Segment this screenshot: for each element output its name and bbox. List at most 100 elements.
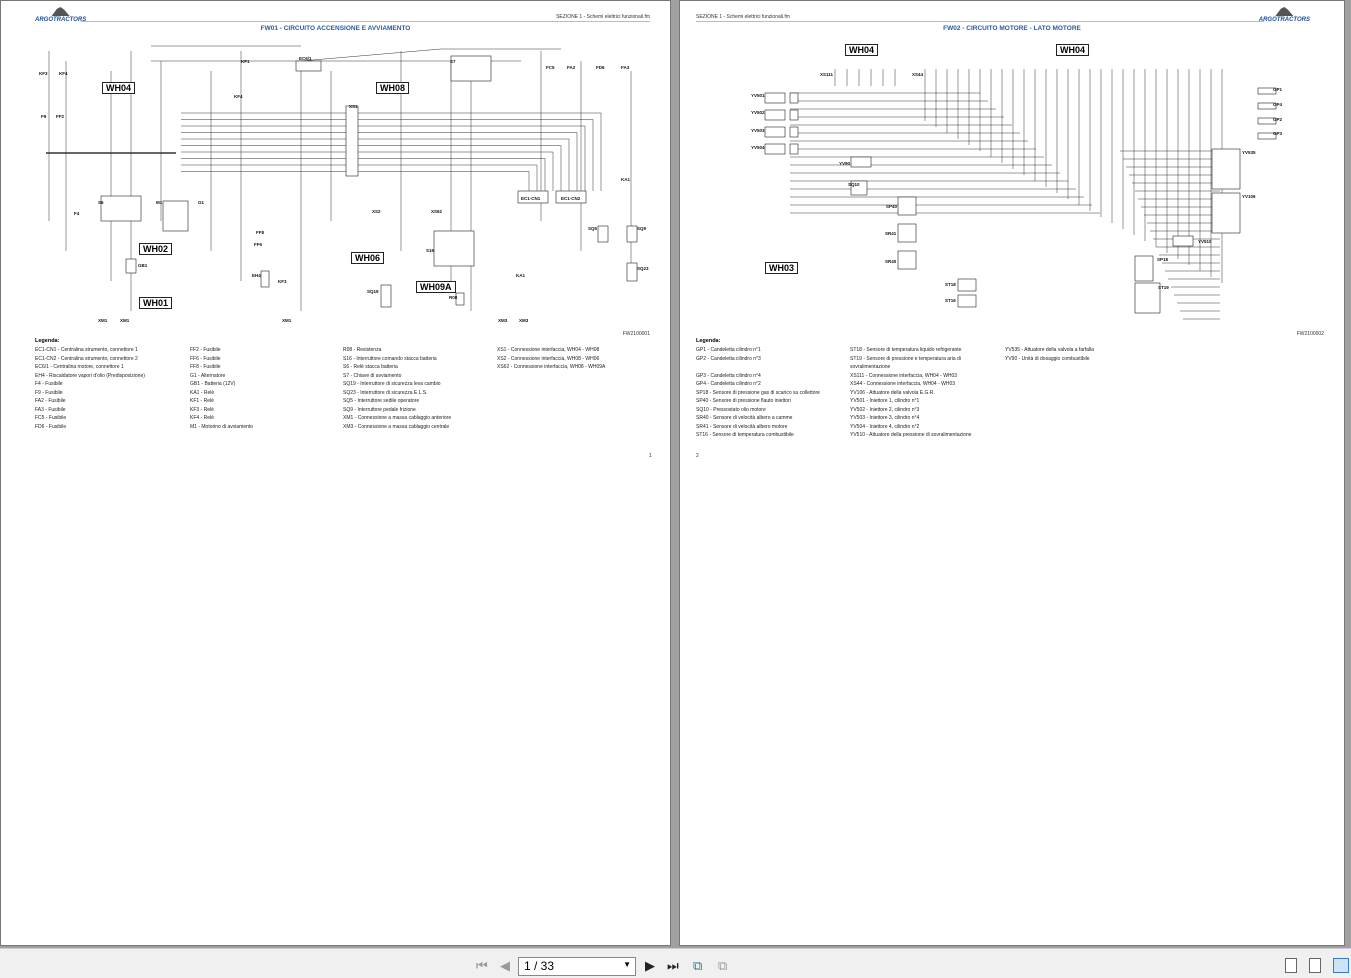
component-symbol — [345, 105, 359, 177]
component-label: YV501 — [751, 93, 765, 98]
prev-page-icon[interactable]: ◀ — [500, 958, 510, 973]
component-symbol — [433, 230, 475, 267]
legend-item: SR41 - Sensore di velocità albero motore — [696, 423, 788, 430]
component-label: YV503 — [751, 128, 765, 133]
last-page-icon[interactable]: ⏭ — [667, 958, 679, 973]
legend-item: FD6 - Fusibile — [35, 423, 67, 430]
component-symbol — [555, 190, 587, 204]
component-label: FC5 — [546, 65, 555, 70]
harness-label: WH01 — [139, 297, 173, 309]
component-label: XM1 — [98, 318, 108, 323]
component-label: EC1-CN2 — [561, 196, 581, 201]
continuous-view-icon[interactable] — [1309, 958, 1321, 973]
wiring-diagram-fw02 — [764, 69, 1277, 320]
drawing-code: FW2100001 — [622, 331, 650, 337]
component-symbol — [897, 196, 917, 216]
component-symbol — [517, 190, 549, 204]
component-symbol — [789, 126, 799, 138]
component-label: XS111 — [820, 72, 834, 77]
component-label: KF3 — [278, 279, 287, 284]
harness-label: WH02 — [139, 243, 173, 255]
legend-item: SQ9 - Interruttore pedale frizione — [343, 406, 416, 413]
legend-item: SQ19 - Interruttore di sicurezza leva ca… — [343, 381, 441, 387]
drawing-code: FW2100002 — [1296, 331, 1324, 337]
component-label: GP2 — [1273, 117, 1283, 122]
component-label: KA1 — [516, 273, 526, 278]
first-page-icon[interactable]: ⏮ — [476, 958, 488, 973]
component-label: SQ19 — [367, 289, 379, 294]
legend-item: sovralimentazione — [850, 364, 891, 370]
legend-item: GP1 - Candeletta cilindro n°1 — [696, 347, 761, 353]
component-label: YV90 — [839, 161, 851, 166]
harness-label: WH04 — [102, 82, 136, 94]
document-page-1: ARGOTRACTORS SEZIONE 1 - Schemi elettric… — [0, 0, 671, 946]
harness-label: WH06 — [351, 252, 385, 264]
legend-item: GP3 - Candeletta cilindro n°4 — [696, 372, 761, 379]
legend-column: YV535 - Attuatore della valvola a farfal… — [1005, 346, 1094, 363]
component-symbol — [850, 156, 872, 168]
legend-item: YV503 - Iniettore 3, cilindro n°4 — [850, 415, 920, 421]
single-page-view-icon[interactable] — [1285, 958, 1297, 973]
harness-label: WH09A — [416, 281, 456, 293]
component-label: EC1-CN1 — [521, 196, 541, 201]
legend-item: XM3 - Connessione a massa cablaggio cent… — [343, 423, 450, 430]
page-number-input[interactable]: 1 / 33▼ — [518, 957, 636, 976]
header-rule — [81, 21, 650, 22]
fit-page-icon[interactable]: ⧉ — [693, 958, 703, 973]
component-label: KF4 — [234, 94, 243, 99]
legend-item — [696, 363, 820, 372]
component-symbol — [764, 143, 786, 155]
legend-item: S7 - Chiave di avviamento — [343, 372, 402, 379]
legend-title: Legenda: — [696, 338, 721, 344]
chevron-down-icon[interactable]: ▼ — [623, 960, 631, 969]
fit-width-icon[interactable]: ⧉ — [718, 958, 728, 973]
legend-column: XS1 - Connessione interfaccia, WH04 - WH… — [497, 346, 605, 372]
harness-label: WH04 — [1056, 44, 1090, 56]
component-label: FF8 — [256, 230, 265, 235]
component-symbol — [1172, 235, 1194, 247]
component-symbol — [897, 223, 917, 243]
legend-item: FF2 - Fusibile — [190, 347, 221, 353]
component-symbol — [626, 262, 638, 282]
component-symbol — [1134, 282, 1161, 314]
component-label: XM3 — [519, 318, 529, 323]
component-label: XS2 — [372, 209, 381, 214]
harness-label: WH08 — [376, 82, 410, 94]
section-header: SEZIONE 1 - Schemi elettrici funzionali.… — [556, 14, 650, 20]
legend-item: EC1-CN1 - Centralina strumento, connetto… — [35, 347, 138, 353]
component-label: XM3 — [498, 318, 508, 323]
legend-item: S6 - Relè stacca batteria — [343, 364, 398, 370]
legend-item: SQ5 - Interruttore sedile operatore — [343, 398, 420, 404]
component-label: YV502 — [751, 110, 765, 115]
legend-item: M1 - Motorino di avviamento — [190, 423, 254, 430]
legend-item: GP4 - Candeletta cilindro n°2 — [696, 381, 761, 387]
legend-item: KF1 - Relè — [190, 398, 214, 404]
component-symbol — [260, 270, 270, 288]
component-symbol — [125, 258, 137, 274]
legend-item: FA2 - Fusibile — [35, 398, 66, 404]
component-symbol — [1257, 87, 1277, 95]
page-number: 1 — [649, 453, 652, 459]
legend-item: SQ10 - Pressostato olio motore — [696, 406, 766, 413]
legend-item: GP2 - Candeletta cilindro n°3 — [696, 355, 761, 362]
header-rule — [696, 21, 1264, 22]
legend-item: XS1 - Connessione interfaccia, WH04 - WH… — [497, 347, 600, 353]
legend-item: SR40 - Sensore di velocità albero a camm… — [696, 415, 793, 421]
next-page-icon[interactable]: ▶ — [645, 958, 655, 973]
component-label: KF1 — [241, 59, 250, 64]
component-symbol — [1257, 102, 1277, 110]
component-label: SQ5 — [588, 226, 598, 231]
document-page-2: SEZIONE 1 - Schemi elettrici funzionali.… — [679, 0, 1345, 946]
legend-item: FF8 - Fusibile — [190, 364, 221, 370]
wire — [300, 48, 442, 62]
component-label: YV504 — [751, 145, 765, 150]
component-label: GP3 — [1273, 131, 1283, 136]
component-label: KF3 — [39, 71, 48, 76]
component-label: EH4 — [252, 273, 261, 278]
component-label: EC6/1 — [299, 56, 312, 61]
component-symbol — [1134, 255, 1154, 282]
legend-item: SP18 - Sensore di pressione gas di scari… — [696, 389, 820, 396]
two-page-view-icon[interactable] — [1333, 958, 1349, 973]
